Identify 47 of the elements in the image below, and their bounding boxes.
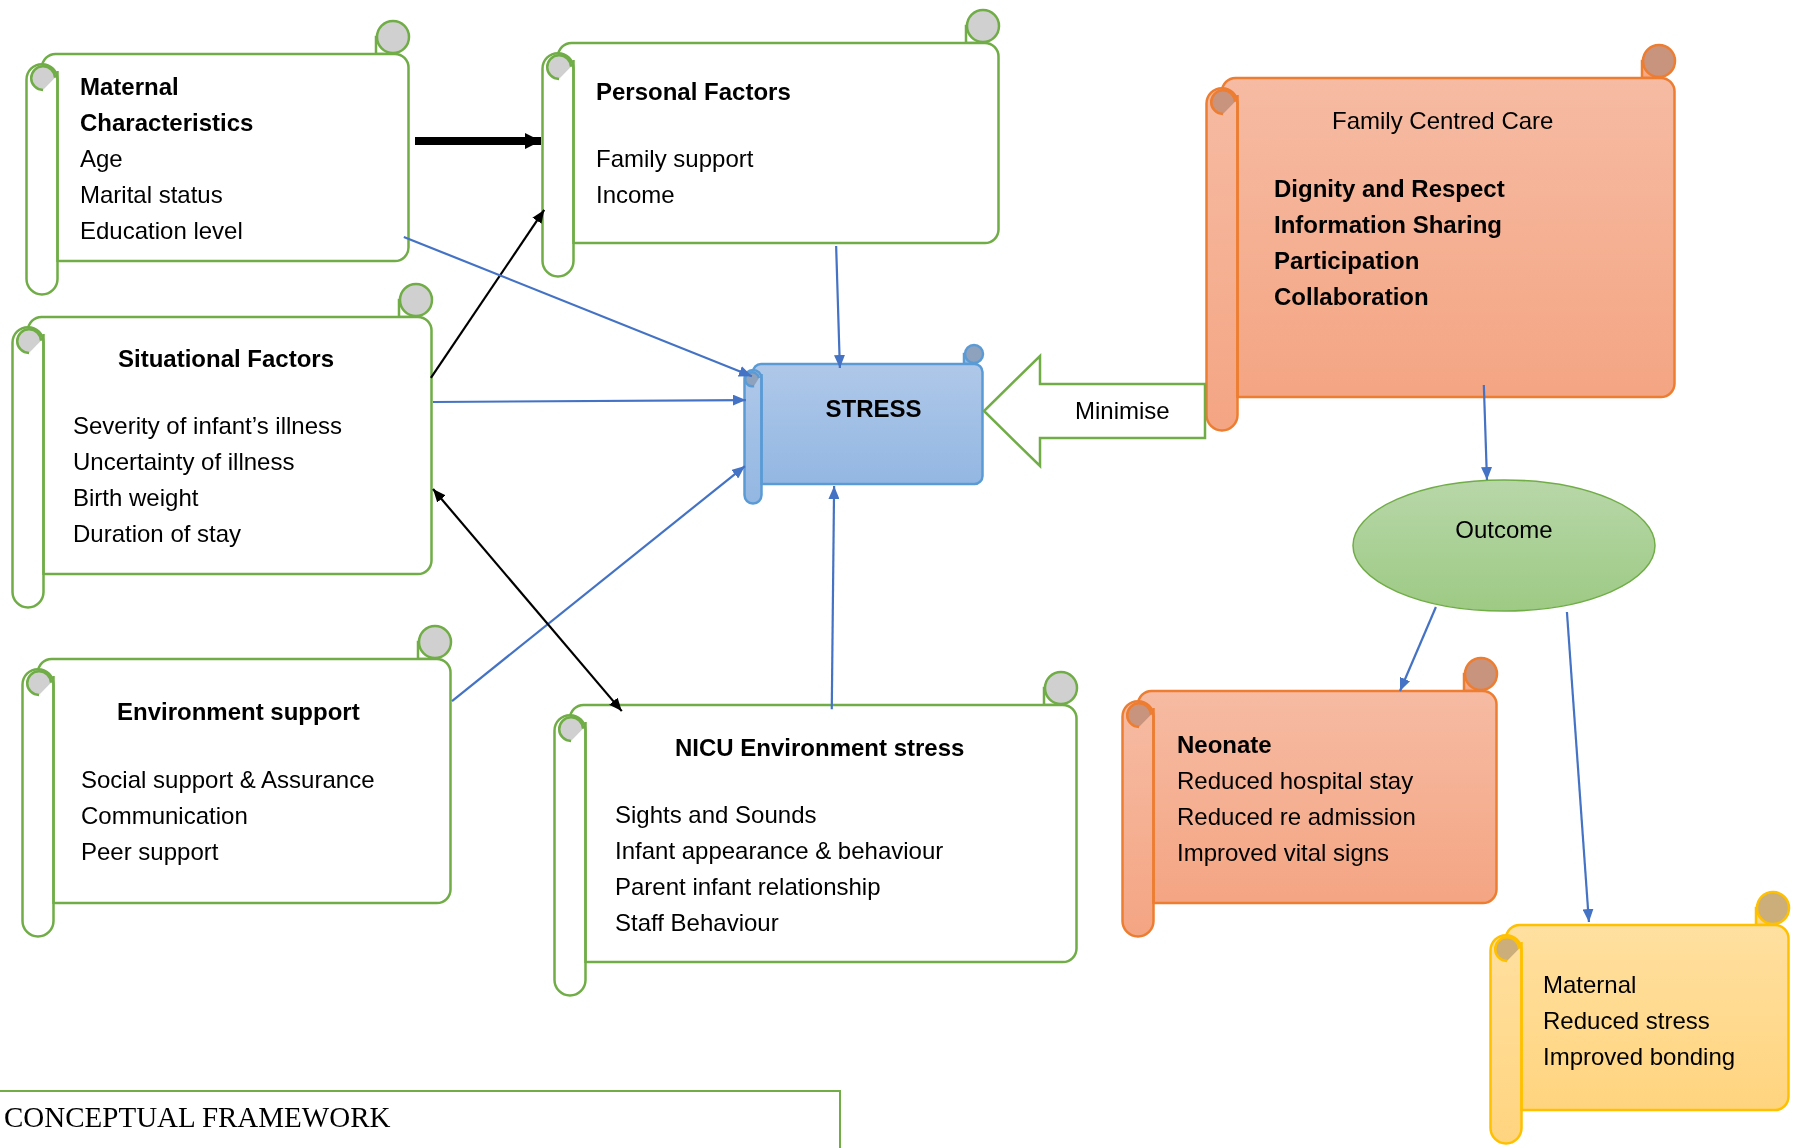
list-item: Parent infant relationship	[615, 872, 881, 902]
list-item: Age	[80, 144, 123, 174]
arrow	[828, 486, 840, 710]
list-item: Collaboration	[1274, 282, 1429, 312]
arrow	[1481, 385, 1493, 481]
list-item: Improved bonding	[1543, 1042, 1736, 1072]
heading: NICU Environment stress	[675, 733, 965, 763]
list-item: Reduced hospital stay	[1177, 766, 1414, 796]
arrow	[451, 465, 746, 702]
list-item: Infant appearance & behaviour	[615, 836, 944, 866]
list-item: Participation	[1274, 246, 1420, 276]
heading: Maternal Characteristics	[80, 72, 255, 138]
heading: Environment support	[117, 697, 360, 727]
arrow	[1398, 606, 1437, 692]
list-item: Communication	[81, 801, 248, 831]
list-item: Reduced stress	[1543, 1006, 1710, 1036]
list-item: Uncertainty of illness	[73, 447, 295, 477]
list-item: Peer support	[81, 837, 219, 867]
list-item: Reduced re admission	[1177, 802, 1416, 832]
heading: Maternal	[1543, 970, 1637, 1000]
list-item: Education level	[80, 216, 243, 246]
heading: Personal Factors	[596, 77, 791, 107]
arrow	[403, 235, 753, 378]
list-item: Improved vital signs	[1177, 838, 1390, 868]
block-arrow	[982, 353, 1207, 469]
heading: Situational Factors	[118, 344, 335, 374]
caption: CONCEPTUAL FRAMEWORK	[4, 1100, 391, 1134]
list-item: Marital status	[80, 180, 223, 210]
heading: Family Centred Care	[1332, 106, 1554, 136]
list-item: Information Sharing	[1274, 210, 1502, 240]
arrow	[429, 209, 546, 379]
arrow	[433, 394, 746, 406]
list-item: Staff Behaviour	[615, 908, 779, 938]
list-item: Duration of stay	[73, 519, 242, 549]
node-label: Outcome	[1455, 515, 1553, 545]
heading: Neonate	[1177, 730, 1272, 760]
list-item: Social support & Assurance	[81, 765, 375, 795]
arrow	[432, 488, 623, 712]
list-item: Severity of infant’s illness	[73, 411, 342, 441]
list-item: Income	[596, 180, 675, 210]
list-item: Sights and Sounds	[615, 800, 817, 830]
arrow	[1565, 611, 1594, 923]
arrow	[834, 245, 845, 369]
list-item: Family support	[596, 144, 754, 174]
node-label: STRESS	[825, 394, 922, 424]
list-item: Birth weight	[73, 483, 199, 513]
list-item: Dignity and Respect	[1274, 174, 1505, 204]
